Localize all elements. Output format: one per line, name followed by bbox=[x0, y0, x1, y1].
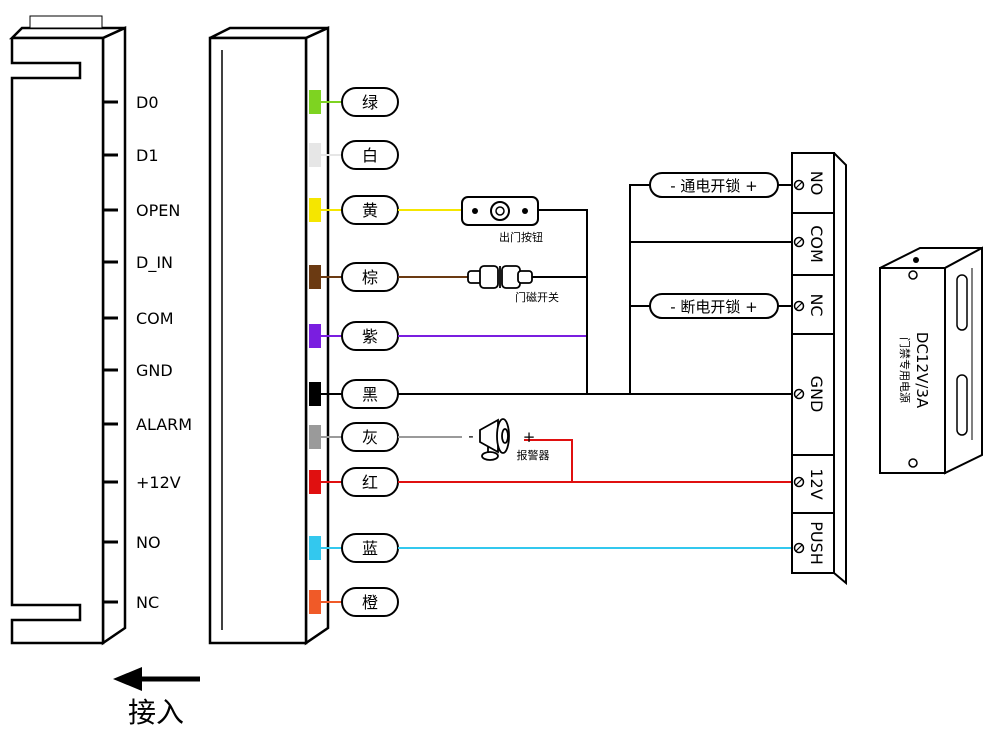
cut-unlock-lock: - 断电开锁 + bbox=[649, 293, 779, 319]
reader-terminal-label: D_IN bbox=[136, 253, 173, 273]
wire-color-swatch bbox=[309, 590, 321, 614]
door-sensor-label: 门磁开关 bbox=[515, 290, 559, 304]
exit-button-icon bbox=[461, 196, 539, 226]
wire-color-label: 绿 bbox=[362, 93, 378, 112]
left-arrow-icon bbox=[113, 667, 200, 691]
wire-color-label: 橙 bbox=[362, 593, 378, 612]
wire-color-label: 黄 bbox=[362, 201, 378, 220]
reader-terminal-label: OPEN bbox=[136, 201, 180, 220]
wire-color-swatch bbox=[309, 198, 321, 222]
wire-color-swatch bbox=[309, 425, 321, 449]
power-supply-title: 门禁专用电源 bbox=[898, 337, 912, 403]
reader-terminal-label: ALARM bbox=[136, 415, 192, 434]
reader-terminal-label: GND bbox=[136, 361, 173, 380]
wire-color-chip bbox=[341, 587, 399, 617]
exit-button-label: 出门按钮 bbox=[499, 230, 543, 244]
power-terminal-list: NO COM NC GND 12V PUSH bbox=[793, 171, 826, 565]
powered-unlock-lock: - 通电开锁 + bbox=[649, 172, 779, 198]
wire-color-swatch bbox=[309, 90, 321, 114]
terminal-screw-icon bbox=[793, 179, 805, 191]
wire-color-label: 蓝 bbox=[362, 539, 378, 558]
reader-terminal-label: D1 bbox=[136, 146, 159, 165]
wire-harness-connector bbox=[208, 26, 330, 646]
wire-color-swatch bbox=[309, 536, 321, 560]
reader-terminal-label: +12V bbox=[136, 473, 181, 492]
terminal-screw-icon bbox=[793, 236, 805, 248]
power-terminal-label: 12V bbox=[807, 468, 826, 499]
alarm-siren-icon bbox=[479, 418, 510, 461]
wire-color-swatch bbox=[309, 143, 321, 167]
terminal-screw-icon bbox=[793, 388, 805, 400]
input-label: 接入 bbox=[128, 696, 184, 729]
card-reader bbox=[8, 15, 127, 646]
reader-terminal-label: COM bbox=[136, 309, 174, 328]
wire-color-label: 红 bbox=[362, 473, 378, 492]
reader-terminal-label: NO bbox=[136, 533, 161, 552]
wire-color-chip bbox=[341, 87, 399, 117]
alarm-minus-sign: - bbox=[468, 427, 473, 445]
alarm-label: 报警器 bbox=[517, 448, 550, 462]
power-terminal-label: COM bbox=[807, 225, 826, 263]
wire-color-label: 紫 bbox=[362, 327, 378, 346]
reader-terminal-label: NC bbox=[136, 593, 159, 612]
controller-terminal-block bbox=[791, 152, 847, 586]
cut-unlock-label: - 断电开锁 + bbox=[670, 298, 758, 316]
wires bbox=[398, 184, 792, 549]
wire-color-label: 黑 bbox=[362, 385, 378, 404]
terminal-screw-icon bbox=[793, 542, 805, 554]
power-terminal-label: PUSH bbox=[807, 521, 826, 565]
wire-color-swatch bbox=[309, 382, 321, 406]
terminal-screw-icon bbox=[793, 300, 805, 312]
power-supply-rating: DC12V/3A bbox=[913, 332, 931, 409]
wire-color-label: 棕 bbox=[362, 268, 378, 287]
wire-color-chip bbox=[341, 140, 399, 170]
wire-color-label: 白 bbox=[362, 146, 378, 165]
alarm-plus-sign: + bbox=[523, 428, 536, 446]
wire-color-label: 灰 bbox=[362, 428, 378, 447]
power-terminal-label: NC bbox=[807, 293, 826, 316]
door-sensor-icon bbox=[467, 265, 533, 289]
power-supply-box bbox=[879, 246, 983, 475]
power-terminal-label: NO bbox=[807, 171, 826, 196]
powered-unlock-label: - 通电开锁 + bbox=[670, 177, 758, 195]
reader-terminal-label: D0 bbox=[136, 93, 159, 112]
wire-color-swatch bbox=[309, 324, 321, 348]
terminal-screw-icon bbox=[793, 476, 805, 488]
wire-color-swatch bbox=[309, 470, 321, 494]
wire-color-swatch bbox=[309, 265, 321, 289]
power-terminal-label: GND bbox=[807, 376, 826, 413]
